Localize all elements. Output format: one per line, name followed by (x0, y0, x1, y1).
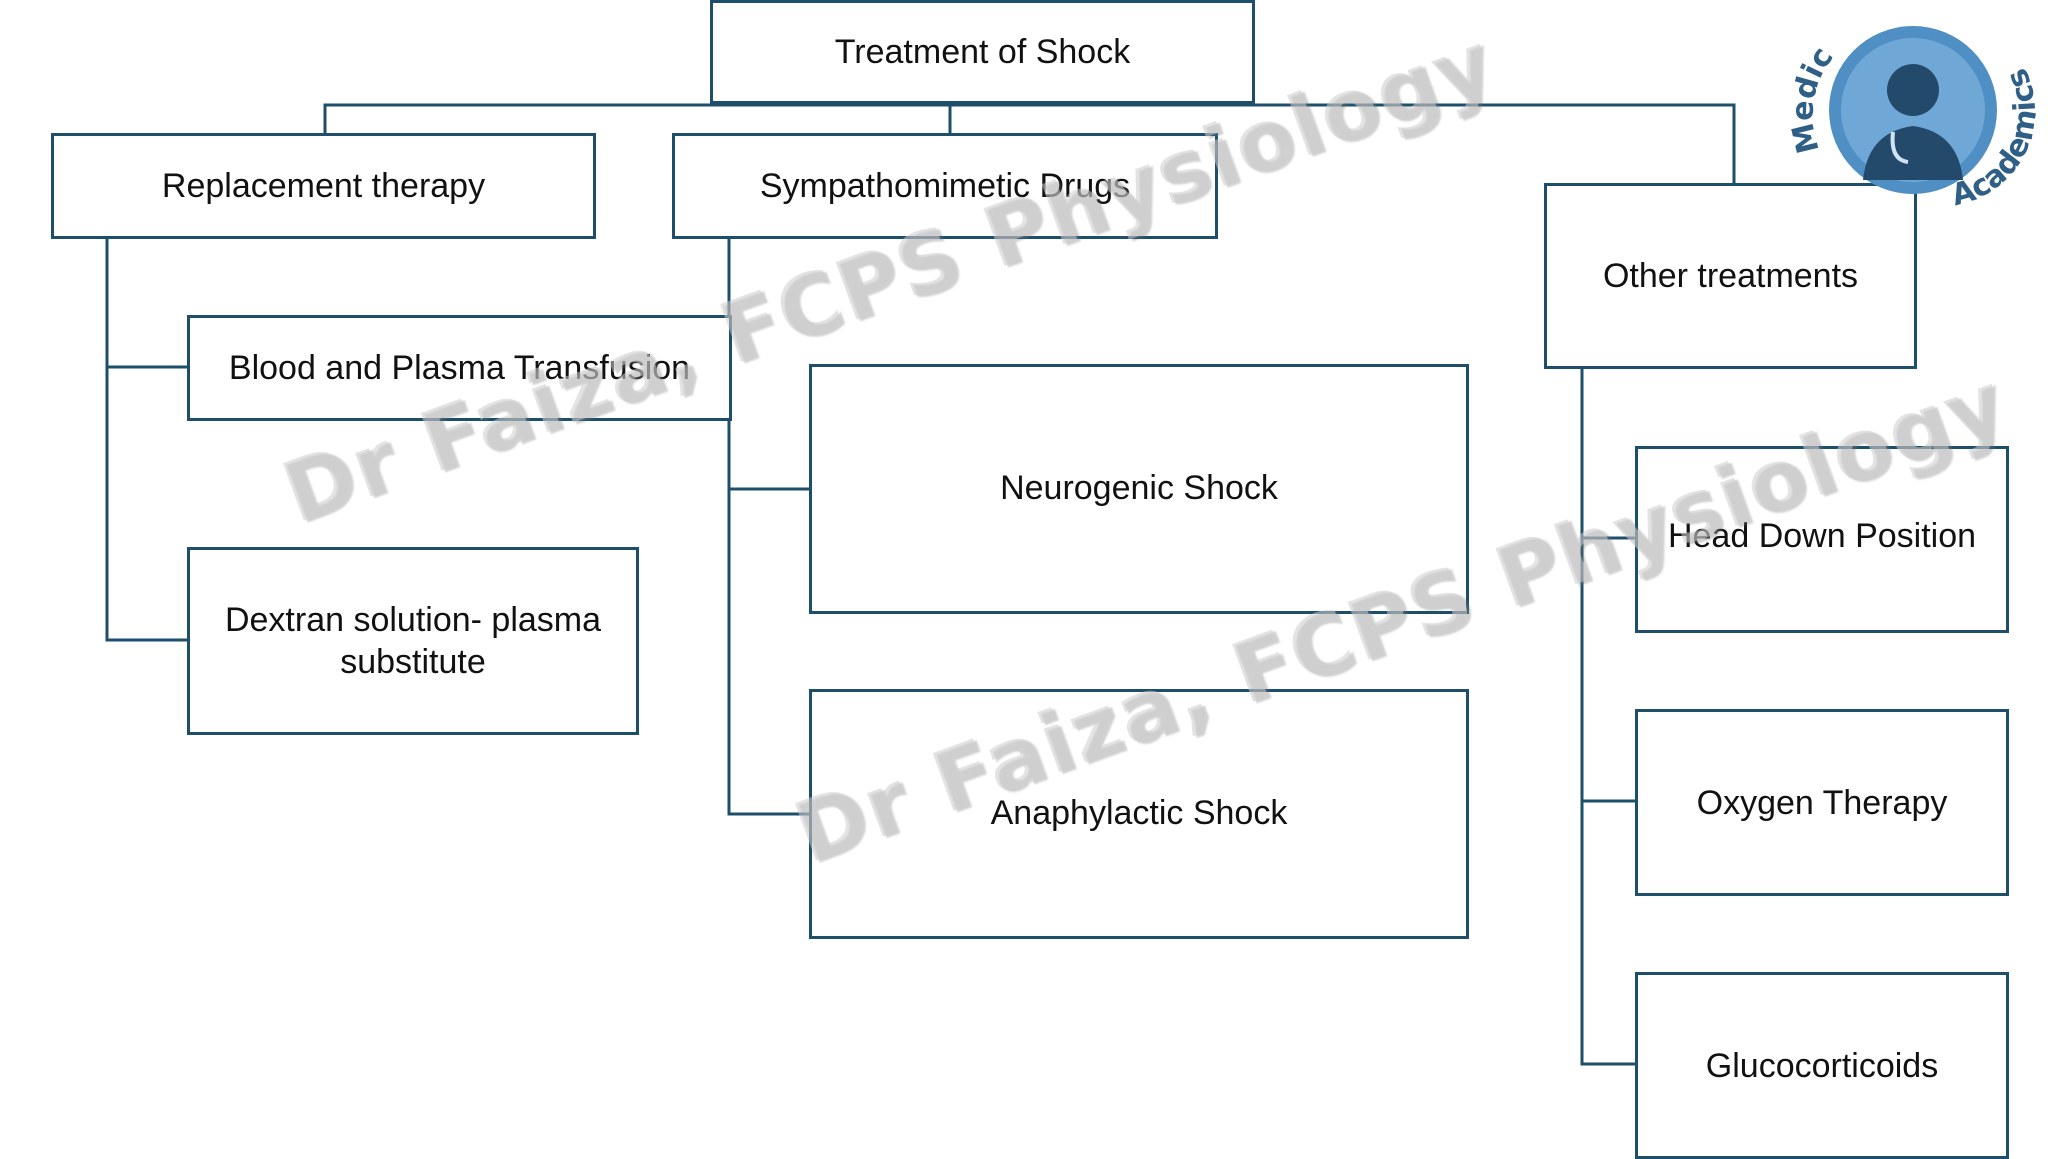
branch-replacement-therapy: Replacement therapy (51, 133, 596, 239)
node-head-down-position: Head Down Position (1635, 446, 2009, 633)
doctor-avatar-icon (1863, 64, 1963, 180)
node-blood-plasma-transfusion: Blood and Plasma Transfusion (187, 315, 732, 421)
node-label: Anaphylactic Shock (990, 794, 1288, 832)
node-label: Neurogenic Shock (1000, 469, 1278, 507)
branch-other-treatments: Other treatments (1544, 183, 1917, 369)
root-label: Treatment of Shock (834, 33, 1131, 71)
node-anaphylactic-shock: Anaphylactic Shock (809, 689, 1469, 939)
node-label: Glucocorticoids (1705, 1046, 1939, 1085)
medical-academics-logo: Medical Academics (1780, 20, 2040, 213)
logo-text-top: Medical (1780, 20, 1840, 157)
node-label: Blood and Plasma Transfusion (228, 349, 691, 387)
node-dextran-solution: Dextran solution- plasma substitute (187, 547, 639, 735)
node-glucocorticoids: Glucocorticoids (1635, 972, 2009, 1159)
node-oxygen-therapy: Oxygen Therapy (1635, 709, 2009, 896)
node-neurogenic-shock: Neurogenic Shock (809, 364, 1469, 614)
branch-label: Sympathomimetic Drugs (759, 167, 1131, 205)
root-node: Treatment of Shock (710, 0, 1255, 104)
branch-sympathomimetic-drugs: Sympathomimetic Drugs (672, 133, 1218, 239)
node-label: Dextran solution- plasma substitute (224, 601, 602, 681)
branch-label: Replacement therapy (161, 167, 486, 205)
svg-text:Medical: Medical (1780, 20, 1840, 157)
node-label: Head Down Position (1667, 517, 1977, 555)
branch-label: Other treatments (1602, 257, 1859, 295)
node-label: Oxygen Therapy (1696, 783, 1948, 822)
